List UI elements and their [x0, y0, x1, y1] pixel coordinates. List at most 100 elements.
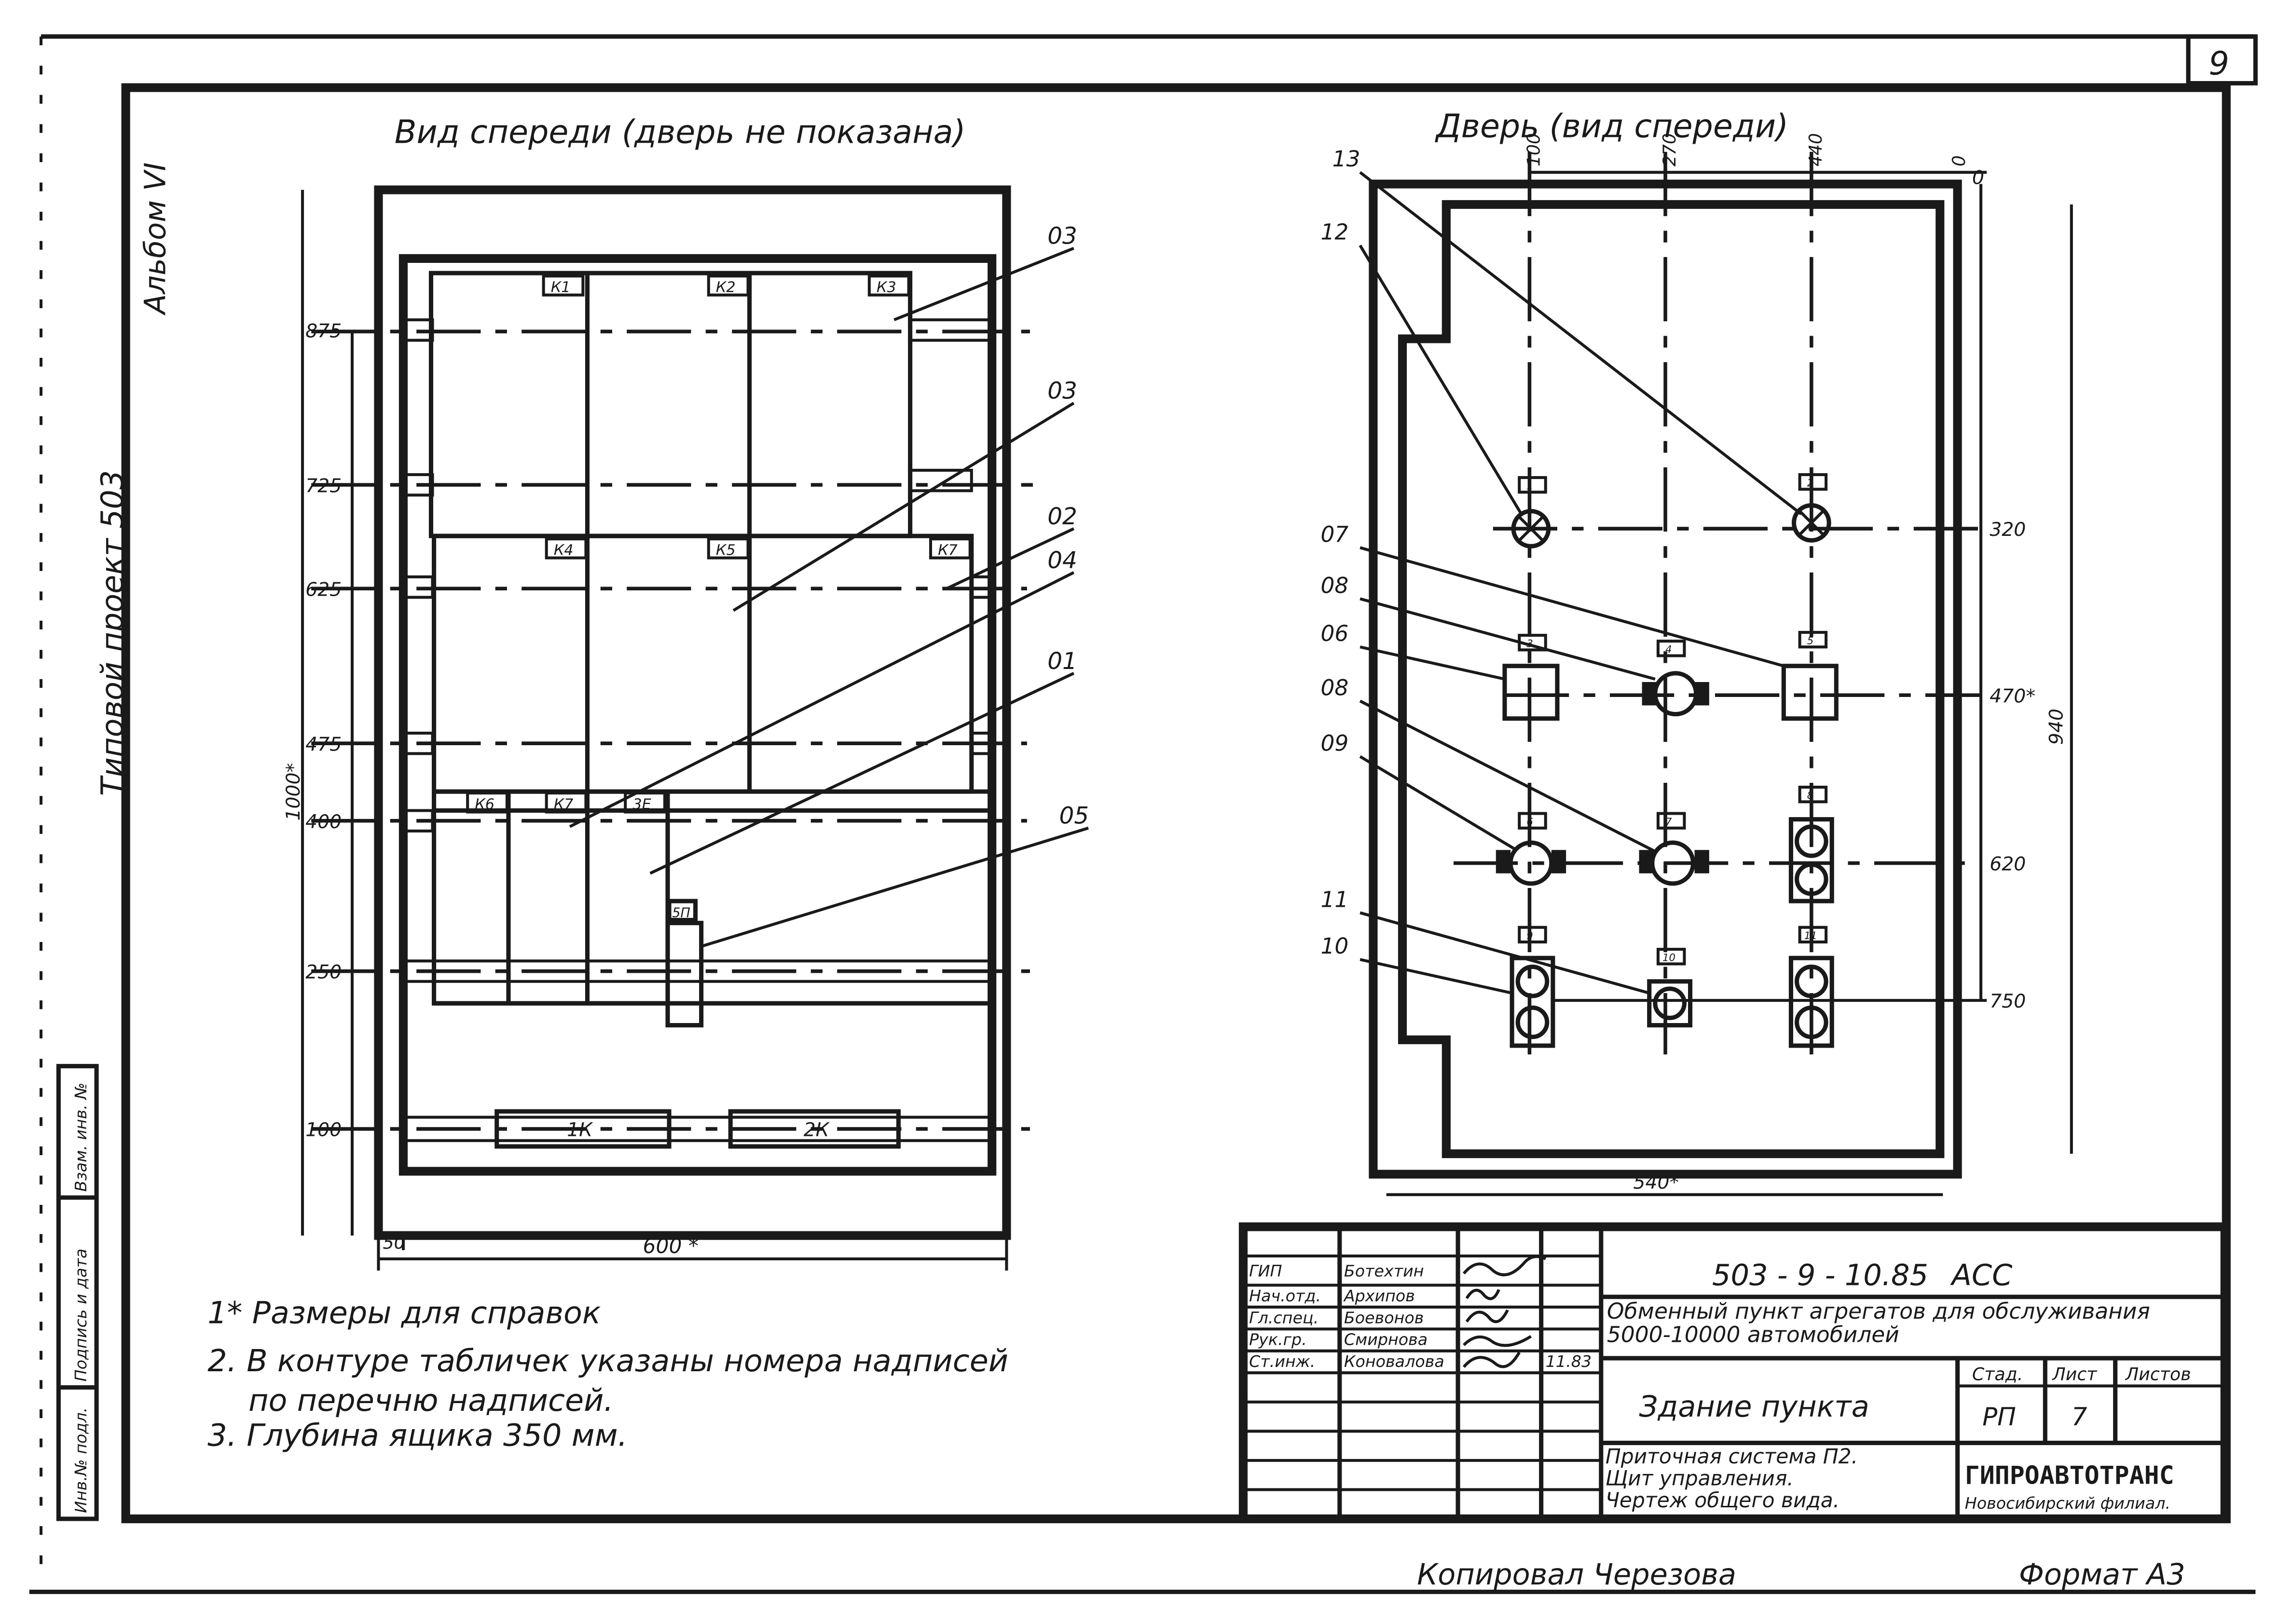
panel-tag: К3 [877, 279, 896, 296]
left-view-title: Вид спереди (дверь не показана) [395, 113, 966, 151]
copied-by: Копировал Черезова [1417, 1558, 1736, 1592]
panel-tag: К7 [554, 796, 574, 813]
panel-tag: К6 [475, 796, 494, 813]
role-name: Боевонов [1344, 1308, 1424, 1327]
door-leader-label: 12 [1320, 219, 1348, 245]
door [1359, 151, 2073, 1196]
note-3: 3. Глубина ящика 350 мм. [207, 1418, 628, 1453]
stamp-signature-date: Подпись и дата [71, 1249, 90, 1382]
door-tag: 8 [1807, 789, 1813, 801]
stamp-inv-original: Инв.№ подл. [71, 1407, 90, 1513]
dim-door-height: 940 [2046, 709, 2068, 745]
dim-door-y: 750 [1990, 990, 2026, 1012]
dim-725: 725 [305, 475, 342, 497]
doc-mark: АСС [1950, 1259, 2013, 1293]
object-name-box: Обменный пункт агрегатов для обслуживани… [1607, 1300, 2150, 1347]
role-label: ГИП [1249, 1261, 1282, 1280]
panel-tag: 5П [672, 906, 690, 921]
drawing-title-line: Приточная система П2. [1606, 1445, 1858, 1468]
door-leader-label: 06 [1320, 621, 1348, 646]
door-tag: 9 [1526, 929, 1533, 942]
door-leader-label: 10 [1320, 933, 1348, 959]
dim-250: 250 [305, 961, 342, 983]
role-label: Рук.гр. [1249, 1330, 1307, 1349]
signatures [1462, 1255, 1547, 1368]
role-name: Архипов [1343, 1286, 1415, 1305]
door-tag: 6 [1526, 816, 1533, 828]
left-cabinet [301, 185, 1089, 1271]
door-tag: 1 [1526, 479, 1533, 491]
note-1: 1* Размеры для справок [207, 1295, 601, 1330]
margin-stamp [56, 1064, 99, 1521]
dim-600: 600 * [643, 1234, 699, 1258]
role-label: Гл.спец. [1249, 1308, 1318, 1327]
dim-door-width: 540* [1633, 1172, 1679, 1194]
role-name: Коновалова [1344, 1352, 1444, 1371]
door-tag: 10 [1662, 951, 1675, 963]
sheet-format: Формат А3 [2019, 1558, 2185, 1592]
door-tag: 2 [1807, 477, 1813, 489]
dim-door-x: 440 [1805, 133, 1826, 166]
title-block [1238, 1222, 2229, 1524]
album-label: Альбом VI [138, 163, 172, 316]
rail-label: 2К [804, 1119, 830, 1141]
leader-label: 04 [1047, 547, 1077, 574]
panel-tag: 3Е [632, 796, 651, 813]
door-leader-label: 07 [1320, 521, 1348, 547]
dim-625: 625 [305, 578, 342, 600]
panel-tag: К1 [551, 279, 571, 296]
leader-label: 05 [1059, 803, 1089, 830]
dim-100: 100 [305, 1119, 342, 1141]
door-leader-label: 09 [1320, 730, 1348, 756]
dim-door-y: 470* [1990, 685, 2035, 707]
sheet-frame [29, 34, 2258, 1594]
building-name: Здание пункта [1639, 1390, 1869, 1424]
door-leader-label: 11 [1320, 887, 1348, 912]
dim-50: 50 [383, 1232, 405, 1253]
role-label: Нач.отд. [1249, 1286, 1321, 1305]
panel-tag: К2 [716, 279, 736, 296]
door-leader-label: 08 [1320, 675, 1348, 700]
dim-door-y: 620 [1990, 853, 2026, 875]
dim-door-y: 320 [1990, 519, 2026, 541]
stamp-replaces-inv: Взам. инв. № [71, 1083, 90, 1192]
right-view-title: Дверь (вид спереди) [1435, 108, 1789, 145]
door-tag: 5 [1807, 634, 1813, 646]
door-tag: 3 [1526, 637, 1533, 649]
page-number-box [2186, 34, 2258, 86]
role-name: Ботехтин [1344, 1261, 1424, 1280]
leader-label: 03 [1047, 378, 1077, 405]
doc-code: 503 - 9 - 10.85 [1712, 1259, 1928, 1293]
drawing-title-line: Чертеж общего вида. [1606, 1488, 1840, 1512]
dim-door-x: 100 [1524, 133, 1544, 166]
date: 11.83 [1546, 1352, 1592, 1371]
dim-door-y: 0 [1972, 167, 1984, 189]
inner-frame [121, 83, 2231, 1524]
rail-label: 1К [567, 1119, 593, 1141]
panel-tag: К7 [938, 542, 958, 559]
org-name: ГИПРОАВТОТРАНС [1965, 1461, 2174, 1490]
role-label: Ст.инж. [1249, 1352, 1315, 1371]
sheet-number: 7 [2072, 1403, 2087, 1432]
door-leader-label: 13 [1332, 146, 1360, 172]
project-label: Типовой проект 503 [95, 470, 130, 796]
leader-label: 01 [1047, 648, 1077, 675]
leader-label: 02 [1047, 503, 1077, 530]
role-name: Смирнова [1344, 1330, 1428, 1349]
door-leader-label: 08 [1320, 573, 1348, 598]
stage-value: РП [1982, 1403, 2016, 1432]
note-2: 2. В контуре табличек указаны номера над… [207, 1343, 1008, 1378]
dim-door-x: 0 [1949, 155, 1969, 166]
panel-tag: К5 [716, 542, 736, 559]
sheets-header: Листов [2125, 1364, 2191, 1384]
leader-label: 03 [1047, 223, 1077, 250]
org-branch: Новосибирский филиал. [1965, 1494, 2170, 1513]
drawing-title-line: Щит управления. [1606, 1466, 1794, 1490]
door-tag: 11 [1804, 929, 1817, 942]
sheet-header: Лист [2051, 1364, 2098, 1384]
door-tag: 7 [1665, 816, 1672, 828]
panel-tag: К4 [554, 542, 574, 559]
dim-door-x: 270 [1659, 133, 1680, 166]
dim-875: 875 [305, 320, 342, 342]
